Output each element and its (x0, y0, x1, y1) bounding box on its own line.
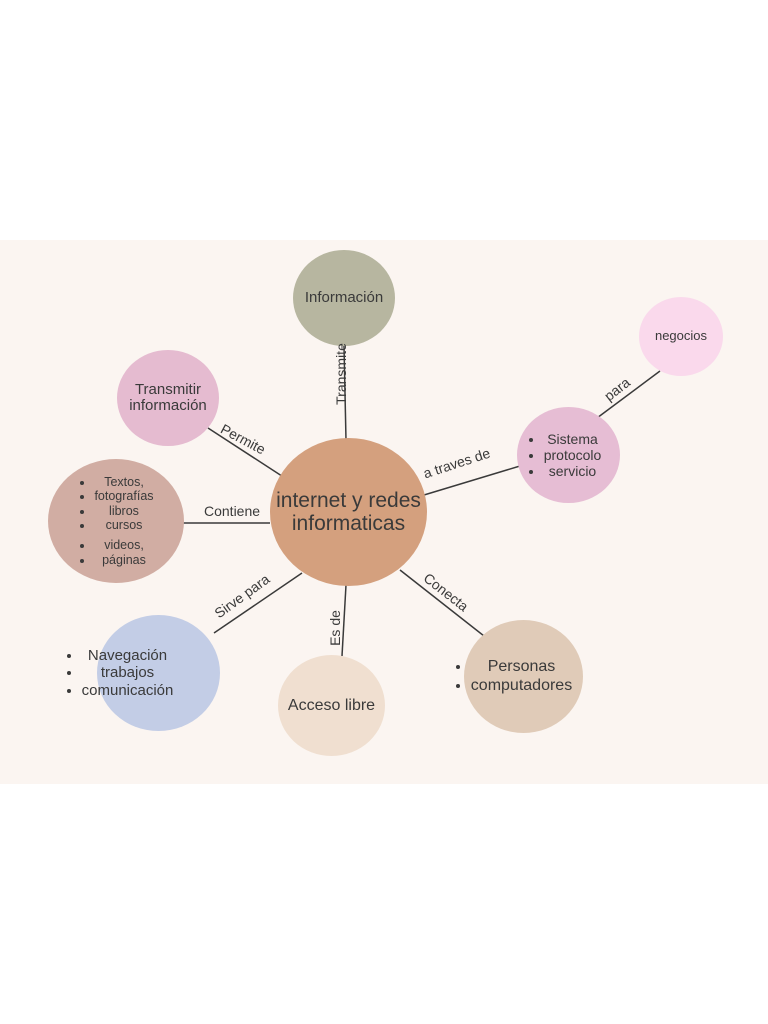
sistema-list: Sistema protocolo servicio (528, 431, 602, 479)
informacion-label: Información (304, 288, 384, 306)
transmitir-informacion-node: Transmitir información (117, 350, 219, 446)
central-topic-line-1: internet y redes (276, 488, 421, 512)
list-item: protocolo (544, 447, 602, 463)
central-topic-node: internet y redes informaticas (270, 438, 427, 586)
edge-label-es-de: Es de (326, 610, 343, 646)
negocios-label: negocios (654, 328, 708, 344)
navegacion-list: Navegación trabajos comunicación (64, 647, 174, 699)
acceso-libre-label: Acceso libre (287, 696, 376, 714)
list-item: comunicación (82, 682, 174, 699)
personas-node: Personas computadores (464, 620, 583, 733)
list-item: Personas (471, 658, 572, 676)
connector-conecta (399, 569, 485, 637)
list-item: servicio (544, 463, 602, 479)
contenido-list: Textos, fotografías libros cursos videos… (78, 475, 153, 567)
list-item: fotografías (94, 489, 153, 503)
contenido-node: Textos, fotografías libros cursos videos… (48, 459, 184, 583)
sistema-node: Sistema protocolo servicio (517, 407, 620, 503)
connector-para (596, 370, 661, 419)
connector-es-de (341, 584, 347, 657)
edge-label-transmite: Transmite (332, 343, 349, 405)
list-item: videos, (94, 538, 153, 552)
transmitir-line-1: Transmitir (134, 380, 202, 398)
navegacion-node: Navegación trabajos comunicación (82, 615, 220, 731)
list-item: páginas (94, 553, 153, 567)
negocios-node: negocios (639, 297, 723, 376)
edge-label-contiene: Contiene (204, 503, 261, 519)
list-item: Navegación (82, 647, 174, 664)
connector-transmite (343, 345, 347, 441)
list-item: trabajos (82, 664, 174, 681)
connector-permite (207, 427, 289, 481)
connector-a-traves-de (423, 465, 521, 496)
list-item: libros (94, 504, 153, 518)
list-item: Textos, (94, 475, 153, 489)
transmitir-line-2: información (129, 397, 207, 414)
list-item: cursos (94, 518, 153, 532)
concept-map-connectors (183, 345, 661, 657)
list-item: Sistema (544, 431, 602, 447)
informacion-node: Información (293, 250, 395, 346)
central-topic-line-2: informaticas (291, 512, 406, 535)
concept-map-panel: internet y redes informaticas Informació… (0, 240, 768, 784)
personas-list: Personas computadores (455, 658, 572, 695)
acceso-libre-node: Acceso libre (278, 655, 385, 756)
list-item: computadores (471, 677, 572, 695)
connector-sirve-para (213, 572, 303, 634)
